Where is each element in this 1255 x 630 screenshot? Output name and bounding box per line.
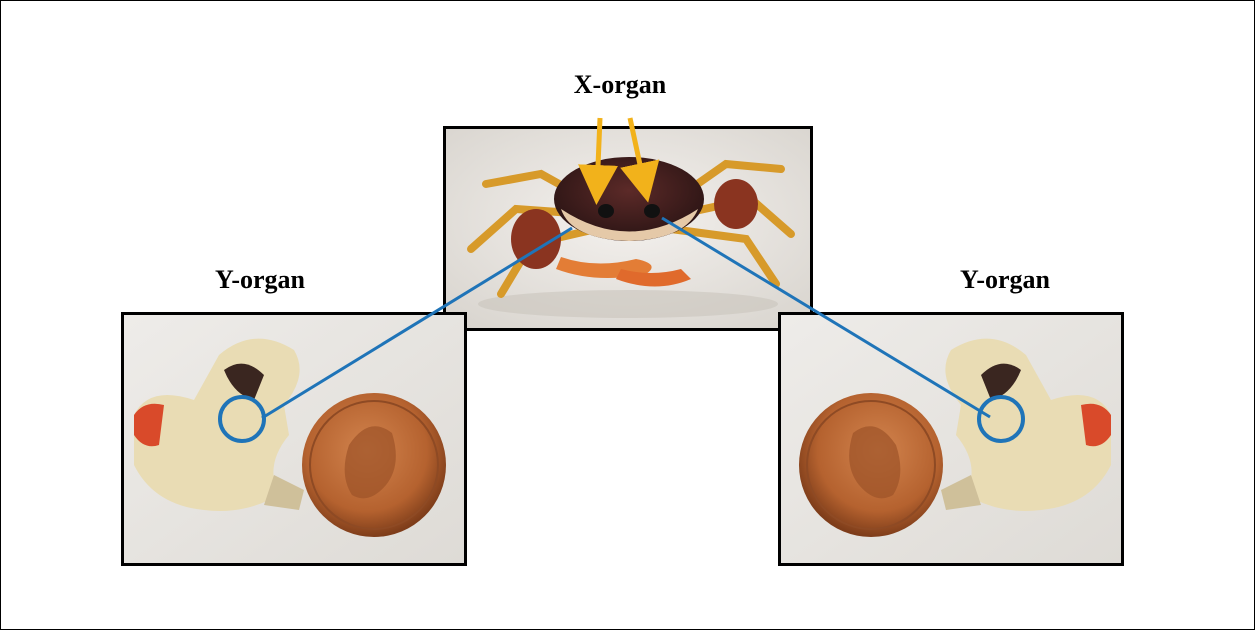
y-organ-label-left: Y-organ <box>180 265 340 295</box>
crab-photo <box>443 126 813 331</box>
right-dissection-photo <box>778 312 1124 566</box>
y-organ-label-right: Y-organ <box>925 265 1085 295</box>
dissection-illustration-right <box>781 315 1121 563</box>
left-dissection-photo <box>121 312 467 566</box>
dissection-illustration-left <box>124 315 464 563</box>
x-organ-label: X-organ <box>540 70 700 100</box>
crab-illustration <box>446 129 810 328</box>
